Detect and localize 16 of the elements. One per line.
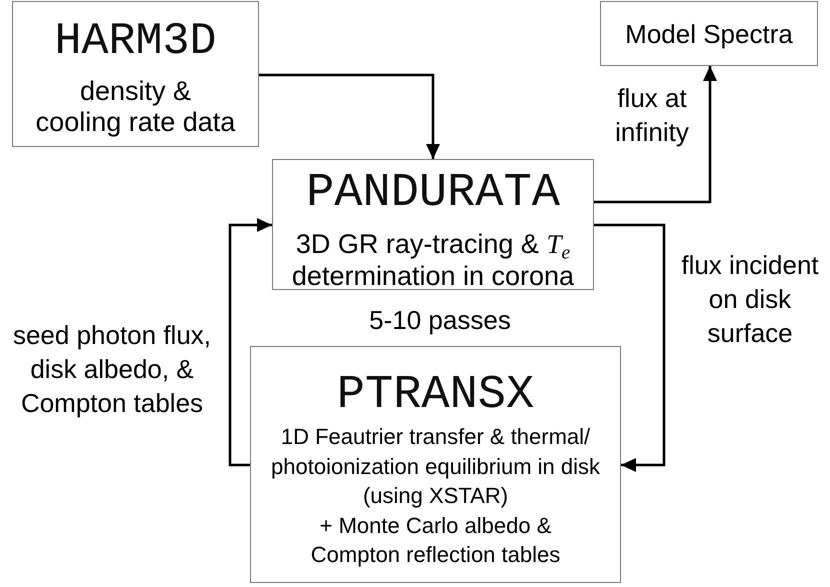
process-box: [250, 346, 621, 583]
box-label: Model Spectra: [624, 18, 794, 50]
arrow: [259, 74, 440, 159]
process-description: density & cooling rate data: [35, 76, 236, 138]
process-box: [12, 1, 259, 147]
program-name: PTRANSX: [336, 372, 534, 420]
arrow: [228, 218, 272, 466]
process-box: [600, 1, 818, 66]
arrow: [594, 224, 666, 472]
program-name: PANDURATA: [306, 170, 560, 218]
process-description: 1D Feautrier transfer & thermal/ photoionization equilibrium in disk (using XSTAR): [270, 423, 601, 510]
process-description: + Monte Carlo albedo & Compton reflection tables: [310, 512, 561, 569]
arrow: [594, 66, 717, 204]
process-description: 3D GR ray-tracing & T$_{e}$ determination in corona: [290, 228, 576, 292]
program-name: HARM3D: [54, 19, 217, 64]
process-box: [272, 159, 594, 290]
